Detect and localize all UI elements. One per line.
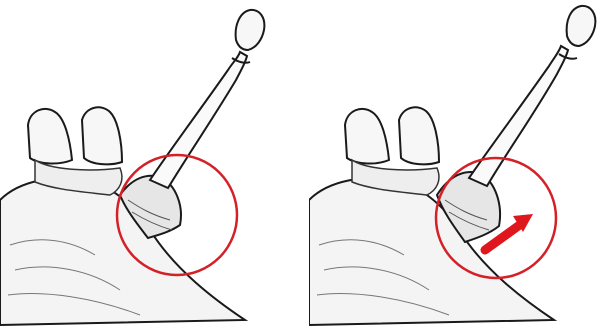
- left-knee-1: [28, 109, 72, 164]
- left-illustration-panel: [0, 0, 300, 329]
- right-fist: [567, 6, 596, 46]
- right-knee-2: [399, 107, 439, 164]
- left-raised-arm: [150, 52, 247, 188]
- left-fist: [236, 10, 265, 50]
- left-knee-2: [82, 107, 122, 164]
- right-torso: [309, 178, 554, 325]
- right-raised-arm: [469, 46, 568, 186]
- right-illustration-panel: [309, 0, 609, 329]
- left-sketch: [0, 0, 300, 329]
- right-sketch: [309, 0, 609, 329]
- right-knee-1: [345, 109, 389, 164]
